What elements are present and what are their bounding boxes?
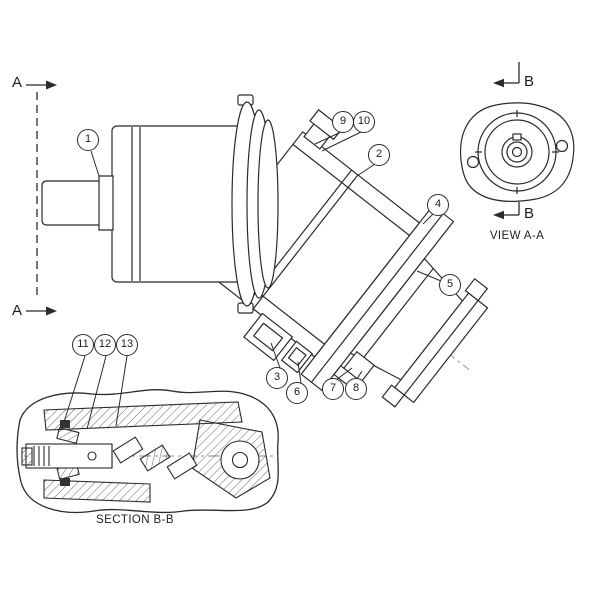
drive-shaft — [41, 175, 114, 231]
shaft-end-block — [21, 447, 33, 466]
angled-housing-assembly — [197, 109, 489, 408]
end-lug-top — [464, 277, 489, 302]
bolt-hole-right — [555, 139, 569, 153]
section-line-b — [493, 62, 520, 220]
end-cap-ring-inner — [257, 119, 279, 289]
shaft-section — [25, 443, 113, 469]
section-line-a — [26, 80, 57, 316]
piston-2 — [139, 444, 171, 472]
callout-6: 6 — [286, 382, 308, 404]
callout-4: 4 — [427, 194, 449, 216]
callout-8: 8 — [345, 378, 367, 400]
callout-11: 11 — [72, 334, 94, 356]
callout-leader-lines — [63, 131, 442, 430]
view-aa-flange-outline — [459, 102, 575, 202]
view-aa-caption: VIEW A-A — [489, 230, 545, 242]
keyway-notch — [512, 133, 522, 141]
piston-1 — [112, 436, 144, 464]
section-label-a-top: A — [12, 74, 23, 91]
section-bb-drawing — [16, 389, 279, 514]
section-label-b-top: B — [524, 73, 535, 90]
callout-12: 12 — [94, 334, 116, 356]
callout-7: 7 — [322, 378, 344, 400]
arrow-b-top-icon — [493, 78, 504, 88]
front-housing-assembly — [41, 94, 279, 314]
piston-3 — [166, 452, 198, 480]
callout-9: 9 — [332, 111, 354, 133]
callout-13: 13 — [116, 334, 138, 356]
view-aa-drawing — [459, 102, 575, 202]
bearing-roller-top — [56, 427, 80, 444]
arrow-b-bottom-icon — [493, 210, 504, 220]
bottom-square-port — [243, 312, 294, 362]
lower-case-wall — [43, 479, 151, 503]
callout-1: 1 — [77, 129, 99, 151]
callout-2: 2 — [368, 144, 390, 166]
bolt-hole-left — [466, 155, 480, 169]
callout-5: 5 — [439, 274, 461, 296]
seal-top — [60, 420, 70, 428]
arrow-a-bottom-icon — [46, 306, 57, 316]
upper-case-wall — [43, 401, 243, 431]
callout-10: 10 — [353, 111, 375, 133]
section-label-a-bottom: A — [12, 302, 23, 319]
section-label-b-bottom: B — [524, 205, 535, 222]
top-port-fitting — [303, 109, 344, 150]
seal-bottom — [60, 478, 70, 486]
callout-3: 3 — [266, 367, 288, 389]
arrow-a-top-icon — [46, 80, 57, 90]
end-lug-bottom — [381, 384, 406, 408]
bottom-plug-fitting — [280, 340, 314, 374]
section-bb-caption: SECTION B-B — [96, 514, 174, 526]
